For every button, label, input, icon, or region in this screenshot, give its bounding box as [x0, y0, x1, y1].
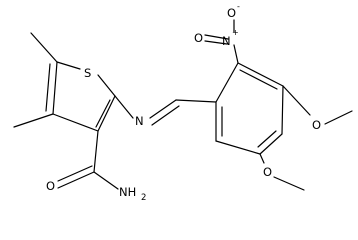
bond-ar-c2-c3 [237, 62, 284, 87]
bond-n-ch-double [151, 105, 180, 126]
charge-plus: + [232, 28, 239, 37]
atom-o-methoxy-5: O [263, 165, 272, 179]
bond-ar-c1-c2 [215, 62, 239, 103]
bond-c4-methyl [13, 113, 54, 128]
molecule-structure: S N N + O - O O NH 2 O O [13, 2, 353, 203]
bond-ar-c4-c5-inner [257, 130, 277, 148]
bond-o4-methyl [324, 110, 353, 125]
atom-o-carbonyl: O [46, 179, 55, 193]
bond-s-c2 [97, 74, 116, 97]
bond-c2-c3-double [95, 99, 111, 128]
atom-labels: S N N + O - O O NH 2 O O [46, 2, 321, 203]
bond-ar-c5-c6 [215, 140, 261, 155]
bond-nitro-o-left [204, 34, 229, 40]
bond-c4-c5 [52, 61, 58, 115]
bond-c2-c3 [97, 95, 116, 132]
bond-ar-o4 [282, 85, 311, 116]
bond-c3-c4 [52, 113, 99, 132]
atom-o-nitro-top: O [227, 6, 236, 20]
bond-c2-n [114, 95, 134, 119]
bond-nitro-o-left-double [204, 40, 228, 45]
atom-n-imine: N [135, 114, 144, 128]
bond-ar-c3-c4 [281, 85, 284, 135]
atom-nh2-subscript: 2 [141, 193, 146, 203]
atom-o-methoxy-4: O [312, 118, 321, 132]
atom-n-nitro: N [222, 34, 231, 48]
atom-s: S [84, 66, 91, 80]
bonds [13, 19, 353, 191]
bond-ch-ring [175, 99, 217, 103]
charge-minus: - [237, 2, 240, 11]
bond-o5-methyl [273, 176, 305, 191]
bond-c4-c5-double [45, 63, 51, 112]
bond-ar-o5 [259, 153, 265, 164]
bond-c5-methyl [30, 32, 58, 63]
bond-c3-carbonyl [93, 130, 99, 173]
bond-c5-s [56, 61, 81, 70]
atom-nh2: NH [119, 185, 136, 199]
bond-ar-c2-c3-inner [239, 69, 278, 90]
bond-ar-nitro [233, 44, 239, 64]
bond-carbonyl-o [57, 171, 95, 189]
bond-ar-c4-c5 [259, 133, 283, 155]
bond-n-ch [149, 99, 177, 119]
atom-o-nitro-left: O [194, 31, 203, 45]
bond-carbonyl-o-double [57, 165, 93, 182]
bond-carbonyl-n [93, 171, 119, 190]
